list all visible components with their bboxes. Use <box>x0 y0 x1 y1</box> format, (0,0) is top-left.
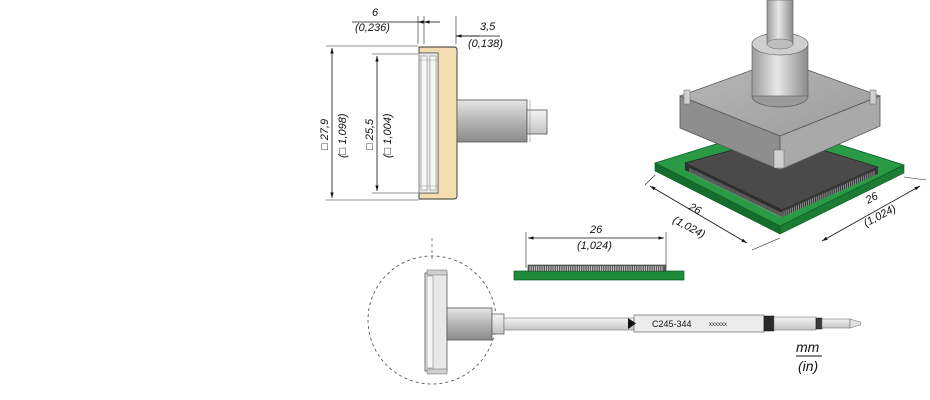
cartridge-model: C245-344 <box>652 319 692 329</box>
side-top-width-mm: 6 <box>372 7 379 19</box>
chip-view: 26 (1,024) <box>513 224 685 281</box>
chip-pcb <box>513 270 685 281</box>
side-tip-offset-in: (0,138) <box>468 38 503 50</box>
cartridge-view: C245-344 xxxxxx <box>367 238 862 385</box>
units-legend: mm (in) <box>796 339 822 374</box>
side-inner-size-in: (□ 1,004) <box>382 113 394 158</box>
side-tip-offset-mm: 3,5 <box>480 21 496 33</box>
isometric-view: 26 (1,024) 26 (1,024) <box>644 0 927 251</box>
chip-width-in: (1,024) <box>577 240 612 252</box>
iso-right-mm: 26 <box>863 190 881 207</box>
cartridge-serial: xxxxxx <box>709 322 727 328</box>
iso-left-mm: 26 <box>686 201 704 218</box>
unit-secondary: (in) <box>798 358 818 374</box>
side-top-width-in: (0,236) <box>355 22 390 34</box>
side-outer-size-in: (□ 1,098) <box>337 113 349 158</box>
side-outer-size-mm: □ 27,9 <box>319 119 331 150</box>
iso-left-in: (1,024) <box>671 214 708 241</box>
chip-body <box>527 264 667 272</box>
side-shaft <box>456 99 528 143</box>
chip-width-mm: 26 <box>589 224 603 236</box>
side-inner-size-mm: □ 25,5 <box>364 118 376 150</box>
side-view: 6 (0,236) 3,5 (0,138) □ 27,9 (□ 1,098) □… <box>319 7 548 201</box>
unit-primary: mm <box>796 339 820 355</box>
iso-right-in: (1,024) <box>862 203 899 230</box>
arrow-icon <box>628 318 636 329</box>
iso-shaft <box>766 0 794 45</box>
cartridge-rod <box>503 317 635 331</box>
